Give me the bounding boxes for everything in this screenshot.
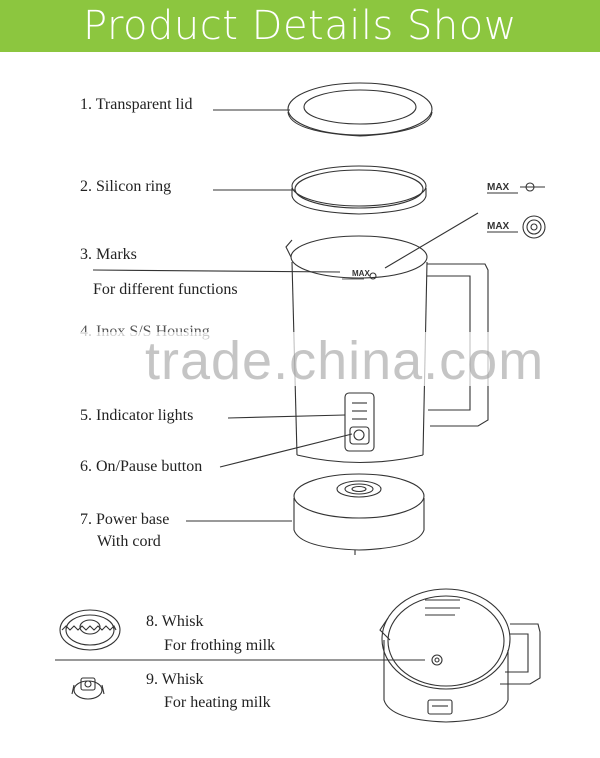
part-label-ring: 2. Silicon ring xyxy=(80,178,172,195)
part-label-marks: 3. Marks xyxy=(80,246,137,263)
leader-lines xyxy=(55,109,479,661)
part-label-lid: 1. Transparent lid xyxy=(80,96,193,113)
jug-top-view-icon xyxy=(379,588,541,723)
part-label-whisk-heat: 9. Whisk xyxy=(146,671,204,688)
part-label-indicator: 5. Indicator lights xyxy=(80,407,194,424)
part-label-button: 6. On/Pause button xyxy=(80,458,203,475)
silicon-ring-icon xyxy=(291,165,427,215)
part-sublabel-whisk-heat: For heating milk xyxy=(164,694,271,711)
part-label-whisk-froth: 8. Whisk xyxy=(146,613,204,630)
title-banner: Product Details Show xyxy=(0,0,600,52)
part-label-base: 7. Power base xyxy=(80,511,170,528)
part-sublabel-base: With cord xyxy=(97,533,161,550)
whisk-heating-icon xyxy=(71,677,105,700)
indicator-panel xyxy=(344,392,375,452)
max-mark-text: MAX xyxy=(352,269,370,278)
max-mark-text-2: MAX xyxy=(487,221,510,232)
watermark-band xyxy=(60,332,540,386)
page-title: Product Details Show xyxy=(83,3,517,49)
part-sublabel-whisk-froth: For frothing milk xyxy=(164,637,276,654)
max-mark-variants-icon: MAX MAX xyxy=(487,182,546,239)
watermark: trade.china.com xyxy=(145,331,545,391)
product-illustration: MAX MAX MAX xyxy=(55,82,546,723)
part-sublabel-marks: For different functions xyxy=(93,281,238,298)
lid-icon xyxy=(287,82,433,137)
power-base-icon xyxy=(293,473,425,555)
max-mark-text-1: MAX xyxy=(487,182,510,193)
whisk-frothing-icon xyxy=(59,609,121,651)
pause-button-icon xyxy=(349,426,370,445)
